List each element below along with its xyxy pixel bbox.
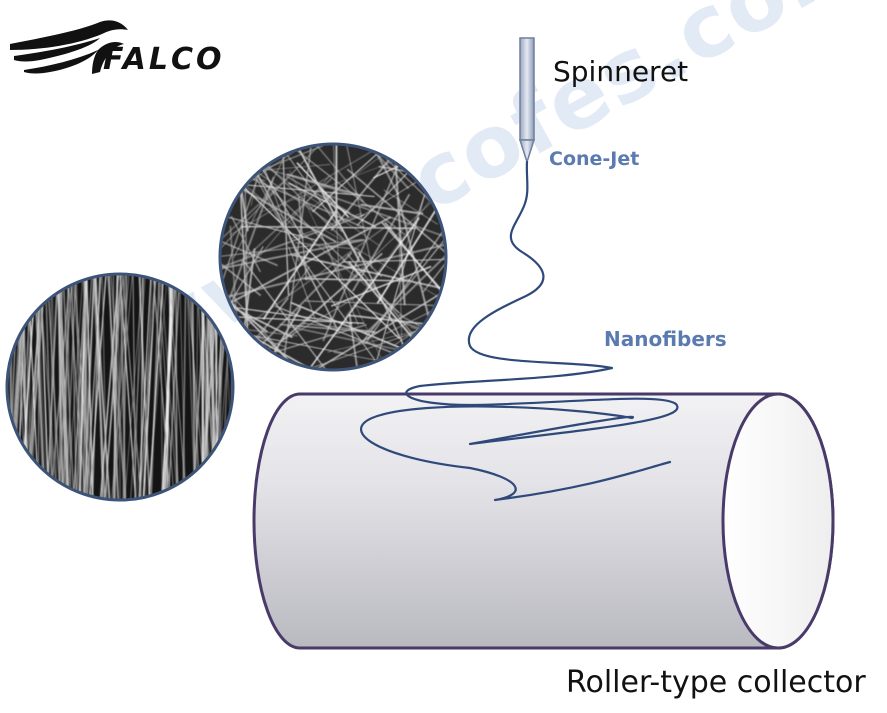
collector-label: Roller-type collector [566,665,866,700]
taylor-cone [518,139,536,165]
spinneret-needle [518,37,536,165]
logo-wordmark: FALCO [103,42,225,77]
falcon-wing-logo [10,20,128,74]
roller-collector [252,392,835,650]
nanofiber-jet-path [360,160,679,502]
spinneret-label: Spinneret [553,55,689,88]
aligned-nanofiber-sem-micrograph [5,272,235,502]
collector-end-face [721,392,835,650]
cone-jet-label: Cone-Jet [549,148,640,170]
nanofibers-label: Nanofibers [604,327,727,351]
